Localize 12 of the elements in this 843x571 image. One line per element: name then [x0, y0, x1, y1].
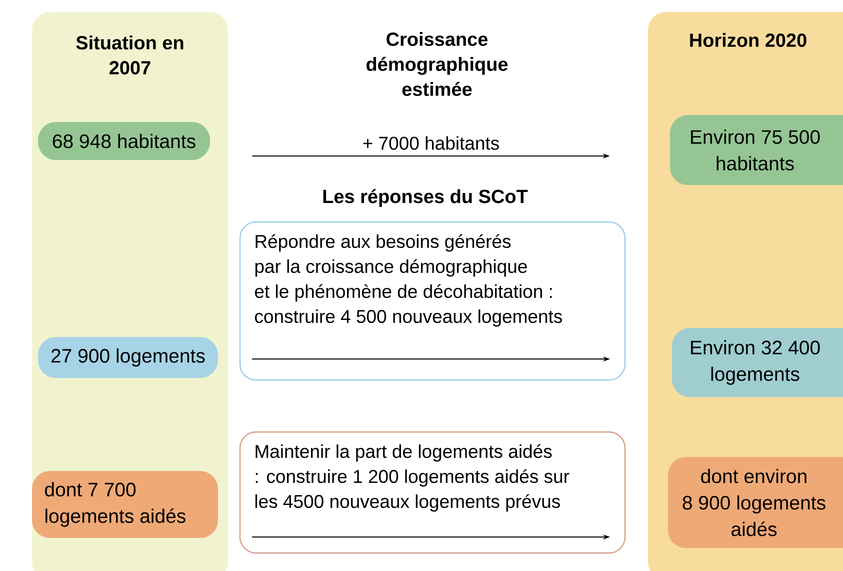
response-box: Répondre aux besoins générés par la croissance démographique et le phénomène de décohabitation : construire 4 500 nouveaux logements — [239, 221, 626, 381]
panel-heading: Situation en 2007 — [76, 36, 184, 74]
value-pill: Environ 32 400 logements — [672, 328, 843, 397]
edge-label: + 7000 habitants — [363, 136, 499, 150]
value-pill: dont environ 8 900 logements aidés — [668, 457, 843, 548]
response-box: Maintenir la part de logements aidés : construire 1 200 logements aidés sur les 4500 nouveaux logements prévus — [239, 431, 626, 554]
section-heading: Croissance démographique estimée — [366, 32, 508, 96]
value-pill: dont 7 700 logements aidés — [32, 471, 218, 538]
value-pill: 27 900 logements — [38, 337, 218, 378]
value-pill: Environ 75 500 habitants — [670, 115, 843, 185]
panel-heading: Horizon 2020 — [690, 33, 806, 47]
value-pill: 68 948 habitants — [38, 122, 210, 160]
